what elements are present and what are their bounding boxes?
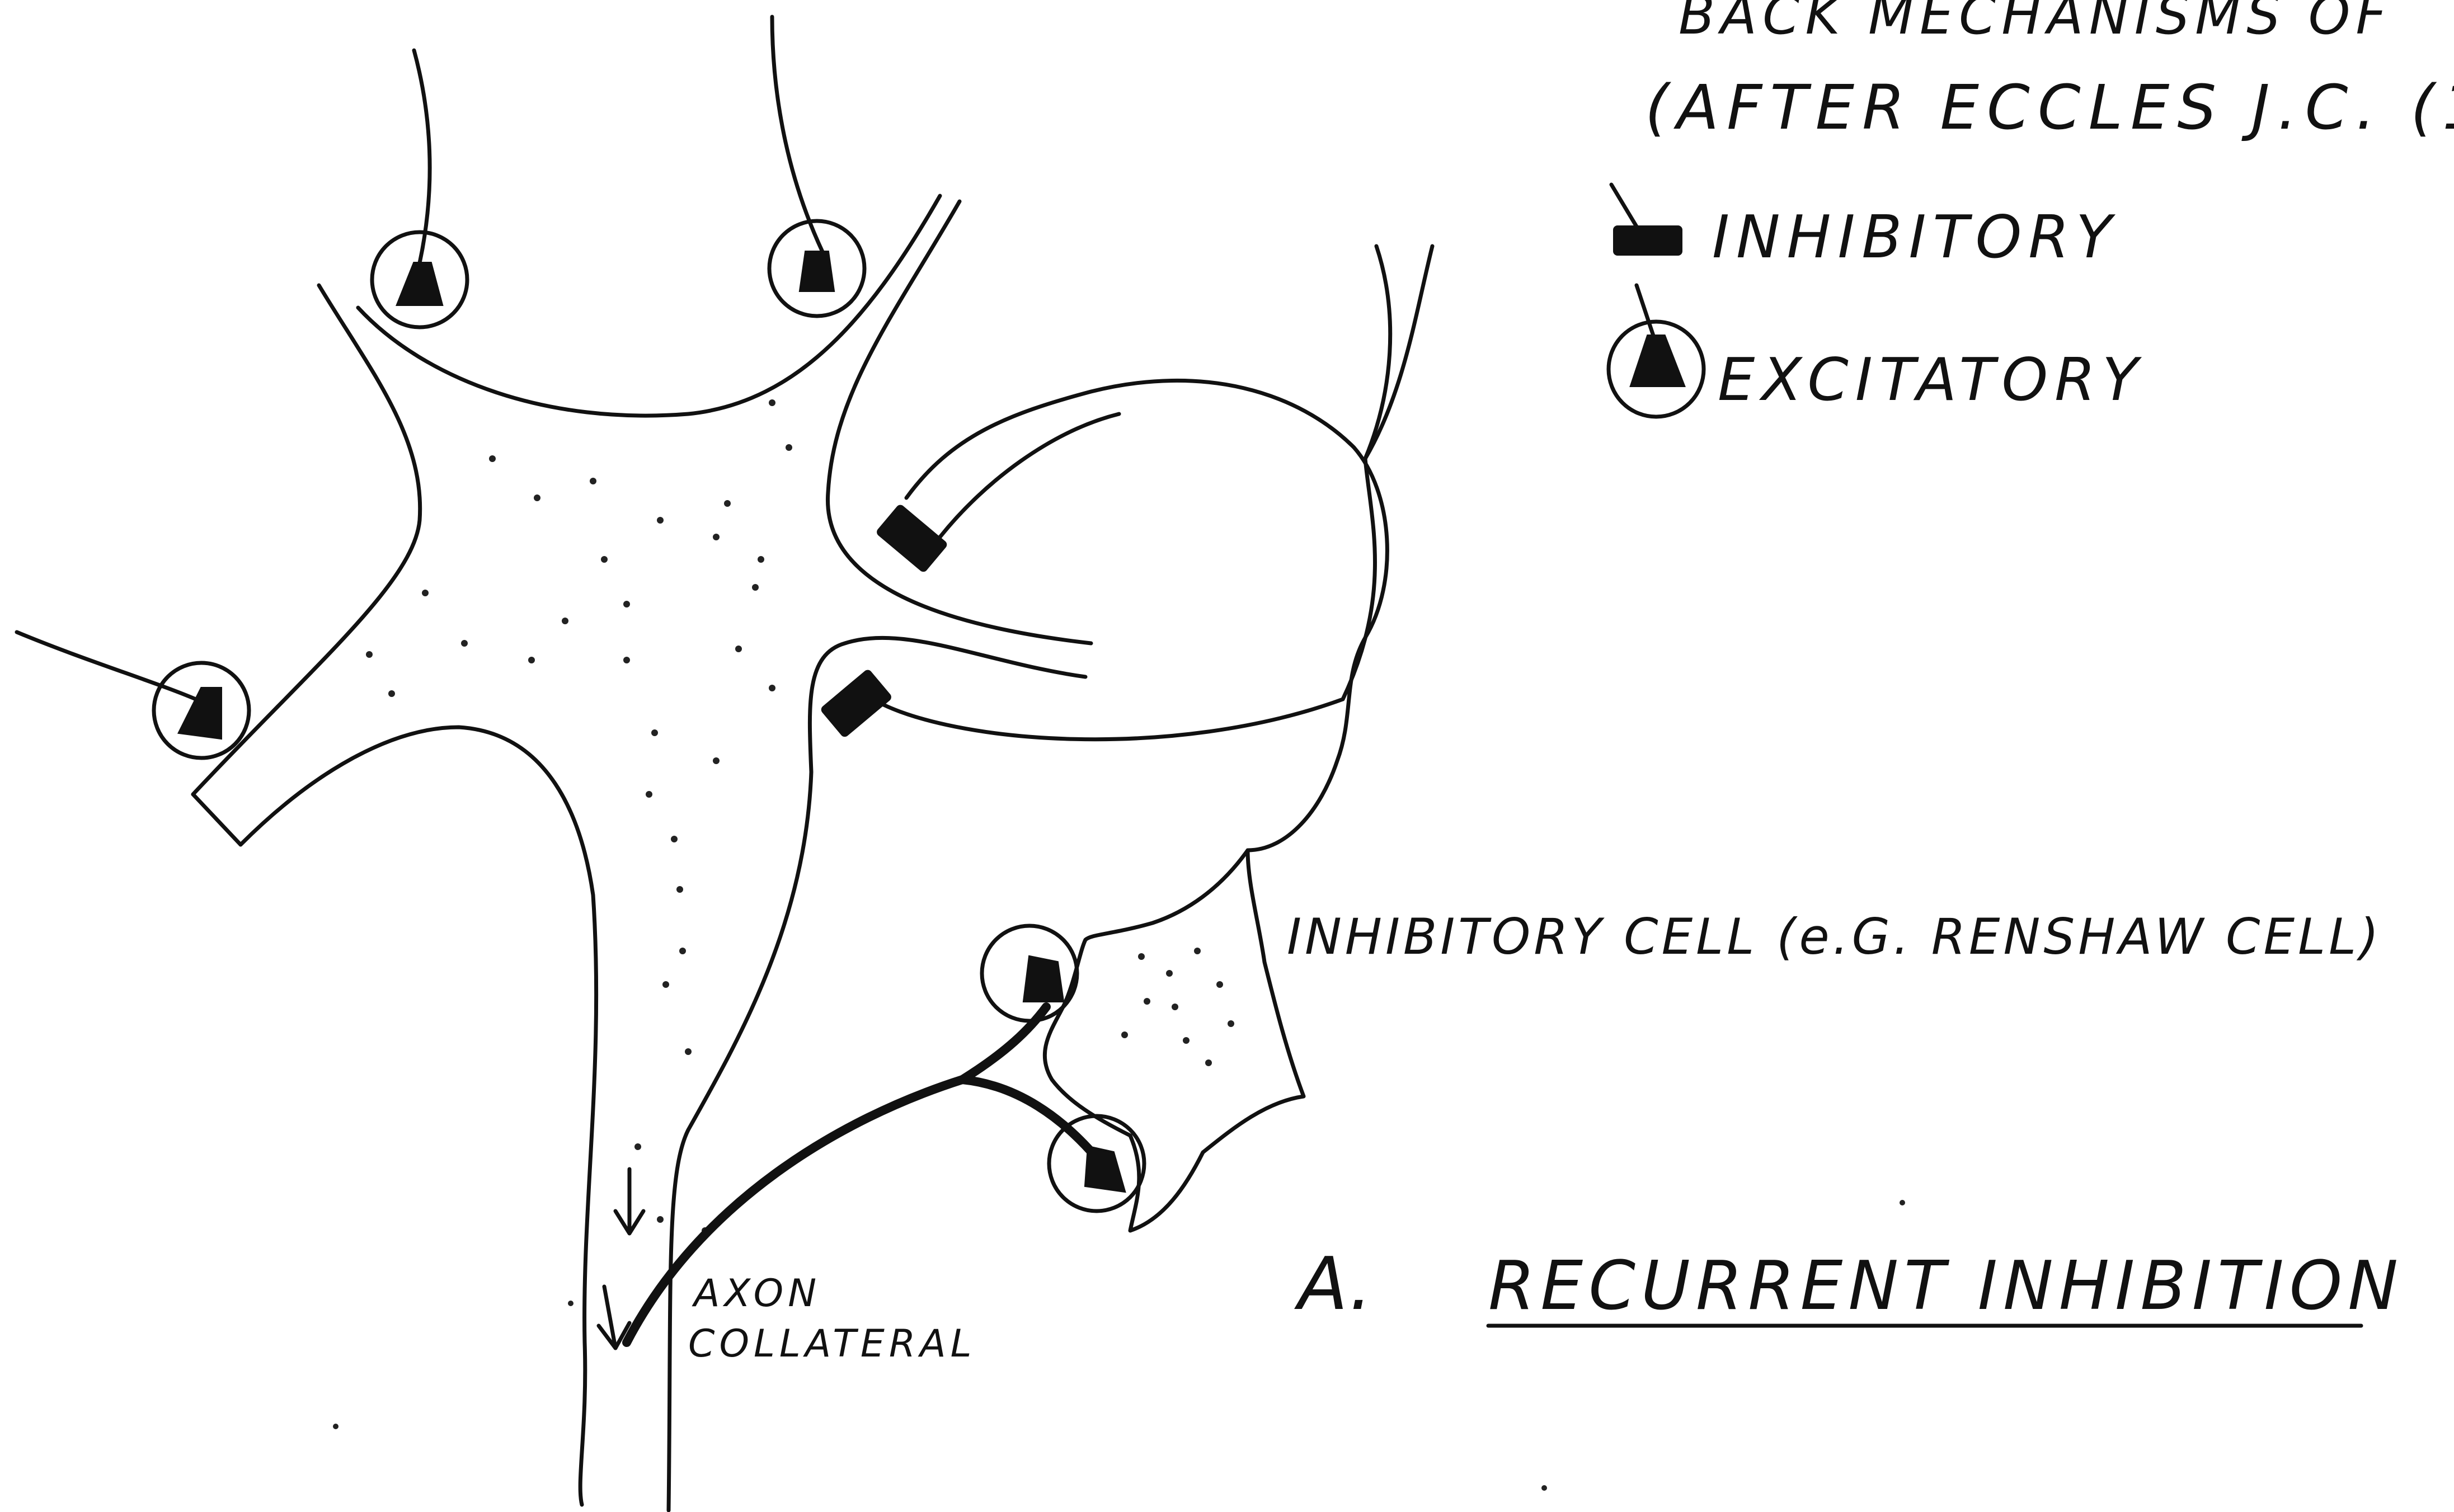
inhibitory-synapse-legend-icon — [1611, 185, 1681, 255]
cytoplasm-stipple — [366, 399, 792, 1234]
header-line-2: (AFTER ECCLES J.C. (19 — [1645, 72, 2454, 143]
excitatory-synapse-legend-icon — [1609, 285, 1704, 417]
renshaw-stipple — [1121, 948, 1234, 1066]
down-arrow-icon — [615, 1169, 643, 1233]
excitatory-synapse-top-center — [769, 17, 864, 316]
excitatory-synapse-renshaw-upper — [982, 926, 1077, 1021]
excitatory-synapse-renshaw-lower — [1049, 1116, 1144, 1211]
header-line-1: BACK MECHANISMS OF — [1679, 0, 2392, 46]
caption: A. RECURRENT INHIBITION — [1294, 1241, 2404, 1326]
excitatory-synapse-left — [17, 632, 249, 758]
axon-collateral-label-line-2: COLLATERAL — [688, 1322, 976, 1366]
legend: INHIBITORY EXCITATORY — [1609, 185, 2145, 417]
legend-excitatory-label: EXCITATORY — [1718, 346, 2145, 414]
caption-title: RECURRENT INHIBITION — [1488, 1247, 2404, 1325]
right-dendrite — [1343, 246, 1432, 699]
renshaw-cell-label: INHIBITORY CELL (e.G. RENSHAW CELL) — [1287, 908, 2382, 965]
paper-specks — [333, 1200, 1905, 1491]
caption-letter: A. — [1294, 1241, 1372, 1326]
excitatory-synapse-top-left — [372, 50, 467, 327]
renshaw-cell — [906, 380, 1387, 1231]
header: BACK MECHANISMS OF (AFTER ECCLES J.C. (1… — [1645, 0, 2454, 143]
inhibitory-synapse-lower — [821, 670, 1343, 739]
axon-collateral-label-line-1: AXON — [692, 1271, 821, 1316]
inhibitory-synapse-upper — [877, 414, 1119, 572]
legend-inhibitory-label: INHIBITORY — [1712, 203, 2118, 271]
